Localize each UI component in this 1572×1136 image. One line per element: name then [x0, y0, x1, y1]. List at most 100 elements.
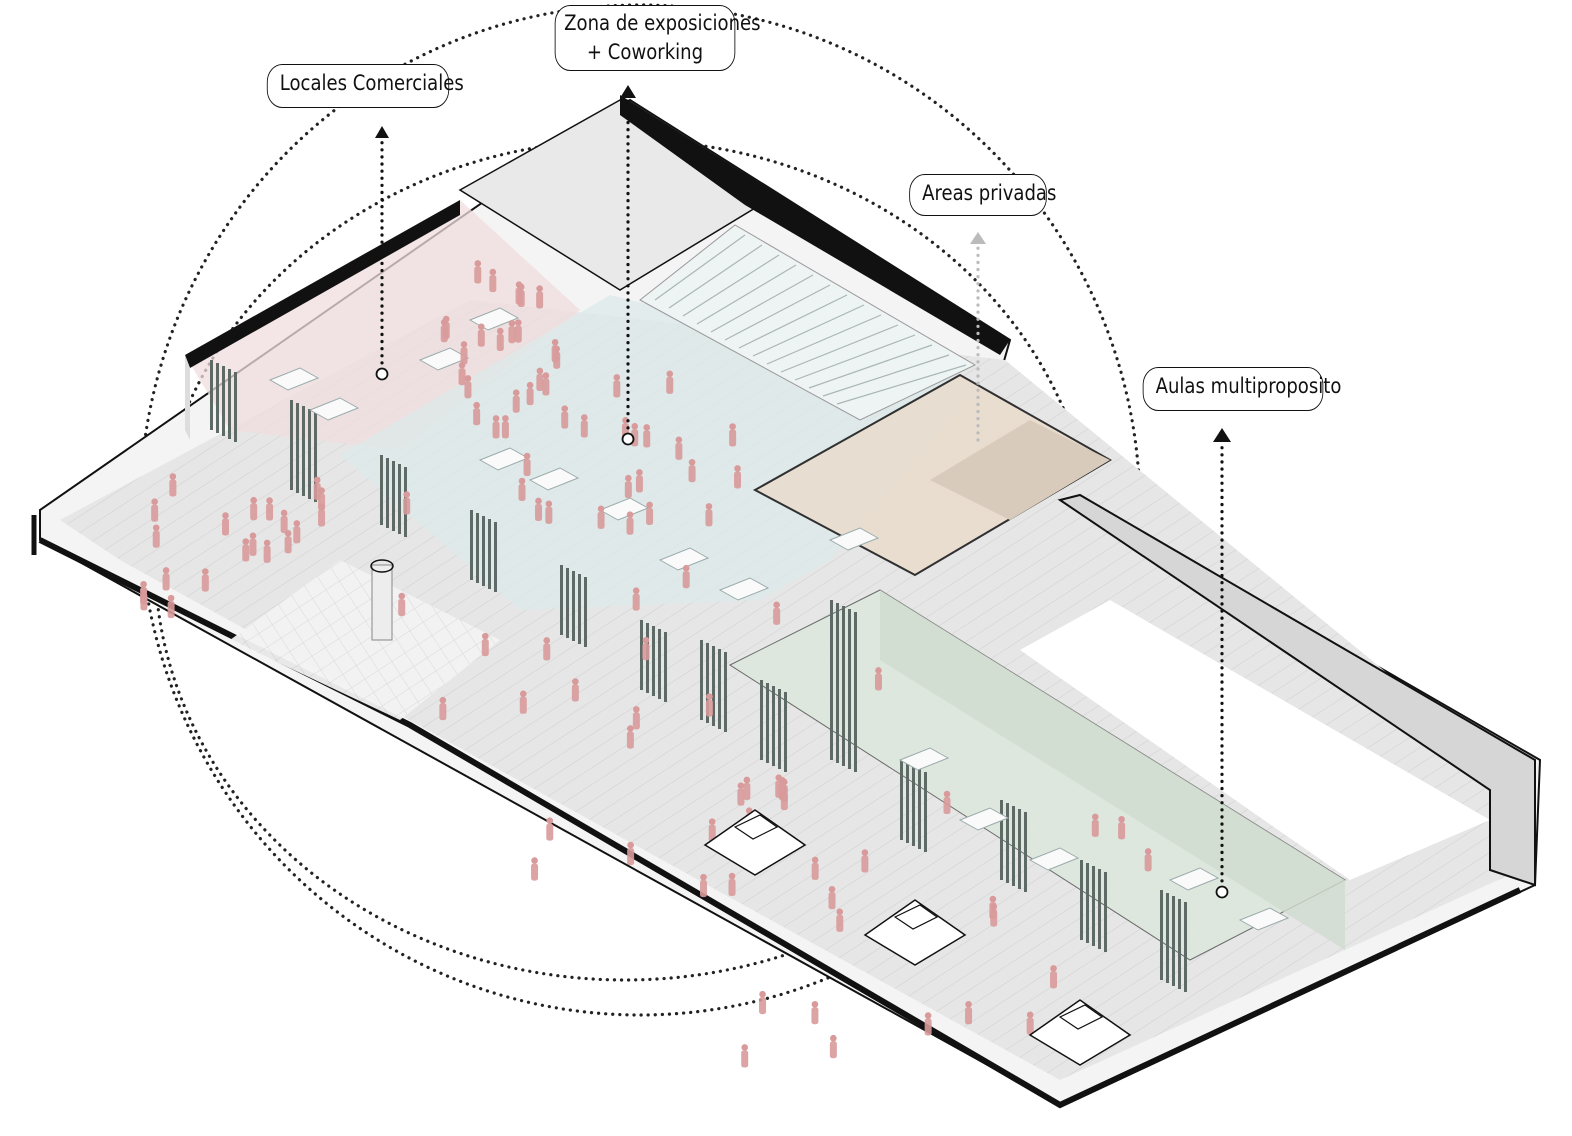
person-figure-icon	[561, 405, 569, 429]
person-figure-icon	[263, 539, 271, 563]
table-figure-icon	[658, 547, 710, 571]
person-figure-icon	[828, 885, 836, 910]
person-figure-icon	[526, 381, 534, 406]
person-figure-icon	[773, 601, 781, 625]
column-icon	[560, 565, 563, 635]
columns-layer	[210, 360, 1187, 992]
stair-step	[752, 304, 865, 357]
person-figure-icon	[167, 594, 175, 619]
column-icon	[296, 403, 299, 493]
person-figure-icon	[705, 503, 713, 527]
column-icon	[724, 652, 727, 732]
column-icon	[314, 412, 317, 502]
column-icon	[1018, 809, 1021, 889]
person-figure-icon	[222, 512, 230, 536]
column-icon	[906, 763, 909, 843]
label-areas-privadas: Areas privadas	[909, 174, 1056, 216]
column-icon	[234, 372, 237, 442]
person-figure-icon	[666, 370, 674, 394]
person-figure-icon	[643, 424, 651, 448]
person-figure-icon	[293, 520, 301, 544]
column-icon	[470, 510, 473, 580]
stair-step	[822, 354, 950, 397]
table-figure-icon	[1028, 847, 1080, 871]
column-icon	[836, 603, 839, 763]
person-figure-icon	[642, 636, 650, 661]
person-figure-icon	[546, 817, 554, 841]
column-icon	[772, 686, 775, 766]
person-figure-icon	[626, 511, 634, 535]
column-icon	[652, 626, 655, 696]
person-figure-icon	[613, 374, 621, 398]
person-figure-icon	[675, 436, 683, 460]
person-figure-icon	[474, 260, 482, 284]
stair-step	[738, 294, 848, 349]
column-icon	[1080, 860, 1083, 940]
column-icon	[900, 760, 903, 840]
person-figure-icon	[965, 1000, 973, 1025]
person-figure-icon	[551, 339, 559, 363]
column-icon	[302, 406, 305, 496]
person-figure-icon	[737, 782, 745, 806]
column-icon	[494, 522, 497, 592]
person-figure-icon	[460, 341, 468, 365]
column-icon	[476, 513, 479, 583]
entrance-plaza	[230, 560, 500, 720]
table-figure-icon	[718, 577, 770, 601]
tables-layer	[268, 307, 1290, 931]
person-figure-icon	[811, 856, 819, 880]
person-figure-icon	[728, 872, 736, 897]
table-figure-icon	[1238, 907, 1290, 931]
column-icon	[216, 363, 219, 433]
person-figure-icon	[440, 318, 448, 343]
person-figure-icon	[531, 857, 539, 881]
column-icon	[1098, 869, 1101, 949]
person-figure-icon	[682, 564, 690, 589]
column-icon	[482, 516, 485, 586]
person-figure-icon	[398, 592, 406, 617]
person-figure-icon	[162, 567, 170, 591]
person-figure-icon	[627, 841, 635, 866]
person-figure-icon	[152, 524, 160, 548]
person-figure-icon	[759, 990, 767, 1015]
person-figure-icon	[626, 725, 634, 749]
person-figure-icon	[580, 414, 588, 438]
person-figure-icon	[729, 423, 737, 447]
label-exposiciones-coworking: Zona de exposiciones + Coworking	[554, 5, 761, 71]
person-figure-icon	[249, 532, 257, 556]
column-icon	[386, 458, 389, 528]
column-icon	[488, 519, 491, 589]
table-figure-icon	[898, 747, 950, 771]
person-figure-icon	[543, 637, 551, 661]
person-figure-icon	[280, 509, 288, 533]
person-figure-icon	[542, 372, 550, 396]
floor-slab	[31, 98, 1542, 1109]
column-icon	[842, 606, 845, 766]
column-icon	[760, 680, 763, 760]
person-figure-icon	[743, 776, 751, 800]
column-icon	[830, 600, 833, 760]
person-figure-icon	[536, 367, 544, 391]
skylight-pyramid-icon	[863, 899, 967, 966]
stair-step	[836, 364, 967, 405]
column-icon	[766, 683, 769, 763]
person-figure-icon	[458, 361, 466, 386]
stair-step	[668, 244, 763, 309]
person-figure-icon	[169, 473, 177, 497]
person-figure-icon	[708, 818, 716, 842]
stair-step	[766, 314, 882, 365]
person-figure-icon	[836, 908, 844, 932]
column-icon	[1024, 812, 1027, 892]
person-figure-icon	[571, 678, 579, 702]
person-figure-icon	[284, 530, 292, 554]
column-icon	[640, 620, 643, 690]
label-exposiciones-line2: + Coworking	[586, 40, 704, 64]
column-icon	[658, 629, 661, 699]
column-icon	[1092, 866, 1095, 946]
person-figure-icon	[861, 849, 869, 873]
person-figure-icon	[924, 1012, 932, 1036]
stair-step	[696, 264, 797, 325]
person-figure-icon	[250, 496, 258, 521]
person-figure-icon	[489, 268, 497, 293]
